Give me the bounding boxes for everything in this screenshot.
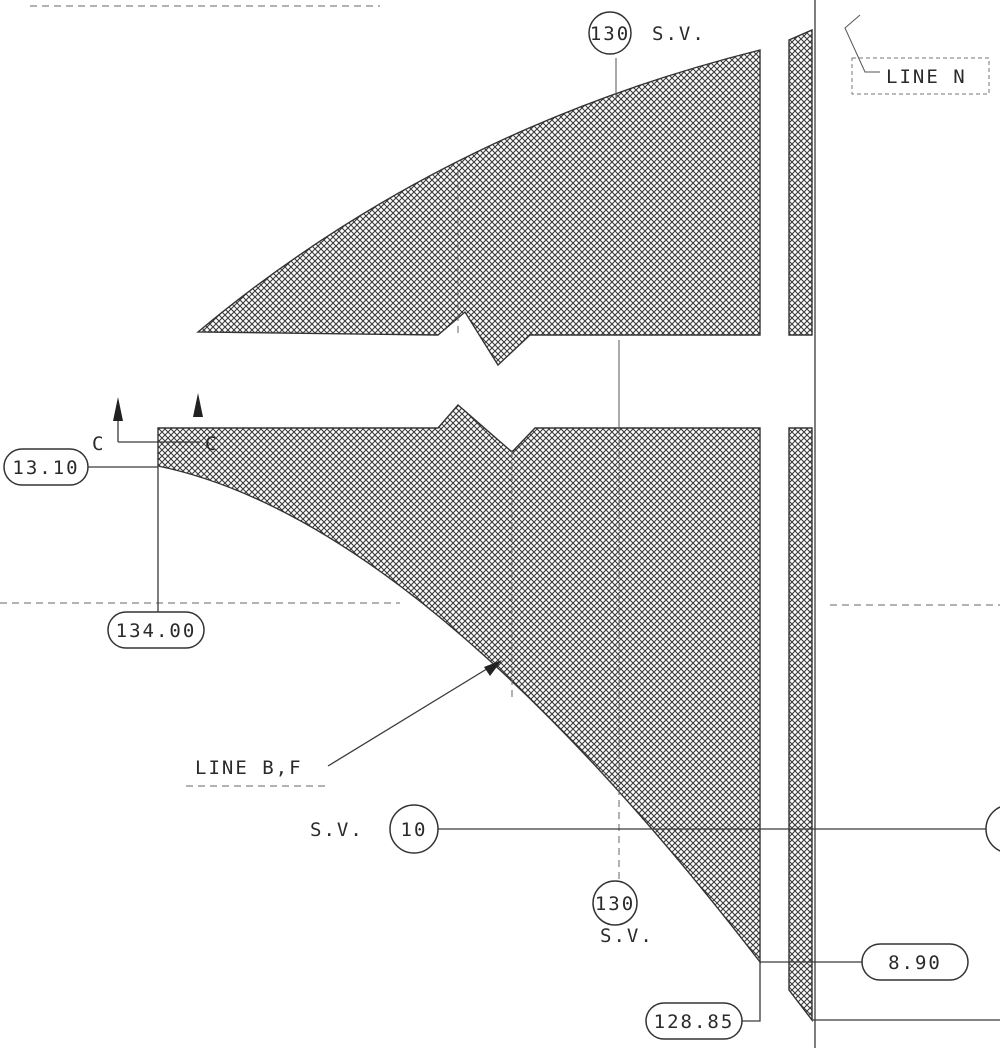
section-cut-line (117, 421, 200, 443)
dim-13-10-callout: 13.10 (3, 448, 89, 486)
svg-text:13.10: 13.10 (12, 457, 79, 479)
section-c-right-label: C (205, 433, 218, 455)
svg-text:130: 130 (595, 893, 635, 915)
svg-text:LINE B,F: LINE B,F (195, 757, 303, 779)
lower-hatched-section (157, 404, 761, 965)
dim-128-85-callout: 128.85 (645, 1002, 743, 1040)
svg-text:S.V.: S.V. (652, 23, 706, 45)
line-bf-arrow (484, 660, 502, 676)
sv-130-top-callout: 130 S.V. (588, 11, 706, 55)
svg-text:134.00: 134.00 (116, 620, 197, 642)
svg-text:8.90: 8.90 (888, 952, 942, 974)
svg-text:128.85: 128.85 (654, 1011, 735, 1033)
dim-134-00-callout: 134.00 (107, 611, 205, 649)
svg-text:130: 130 (590, 23, 630, 45)
dim-8-90-callout: 8.90 (861, 943, 969, 981)
section-arrow-right (193, 393, 203, 417)
sv-10-callout: S.V. 10 (310, 804, 439, 854)
upper-frame-strip (788, 28, 813, 336)
leader-128-85 (742, 962, 761, 1022)
sv-130-bottom-callout: 130 S.V. (592, 880, 654, 947)
line-bf-label: LINE B,F (186, 757, 330, 787)
line-bf-leader (327, 666, 491, 767)
section-arrow-left (113, 397, 123, 421)
svg-text:LINE N: LINE N (886, 66, 967, 88)
svg-text:S.V.: S.V. (600, 925, 654, 947)
svg-text:S.V.: S.V. (310, 819, 364, 841)
sv-right-bubble-partial (985, 806, 1000, 852)
line-n-leader (844, 14, 880, 73)
svg-text:10: 10 (401, 819, 428, 841)
section-c-left-label: C (92, 433, 105, 455)
line-n-label: LINE N (851, 57, 990, 95)
upper-hatched-section (196, 49, 761, 367)
lower-frame-strip (788, 427, 813, 1023)
